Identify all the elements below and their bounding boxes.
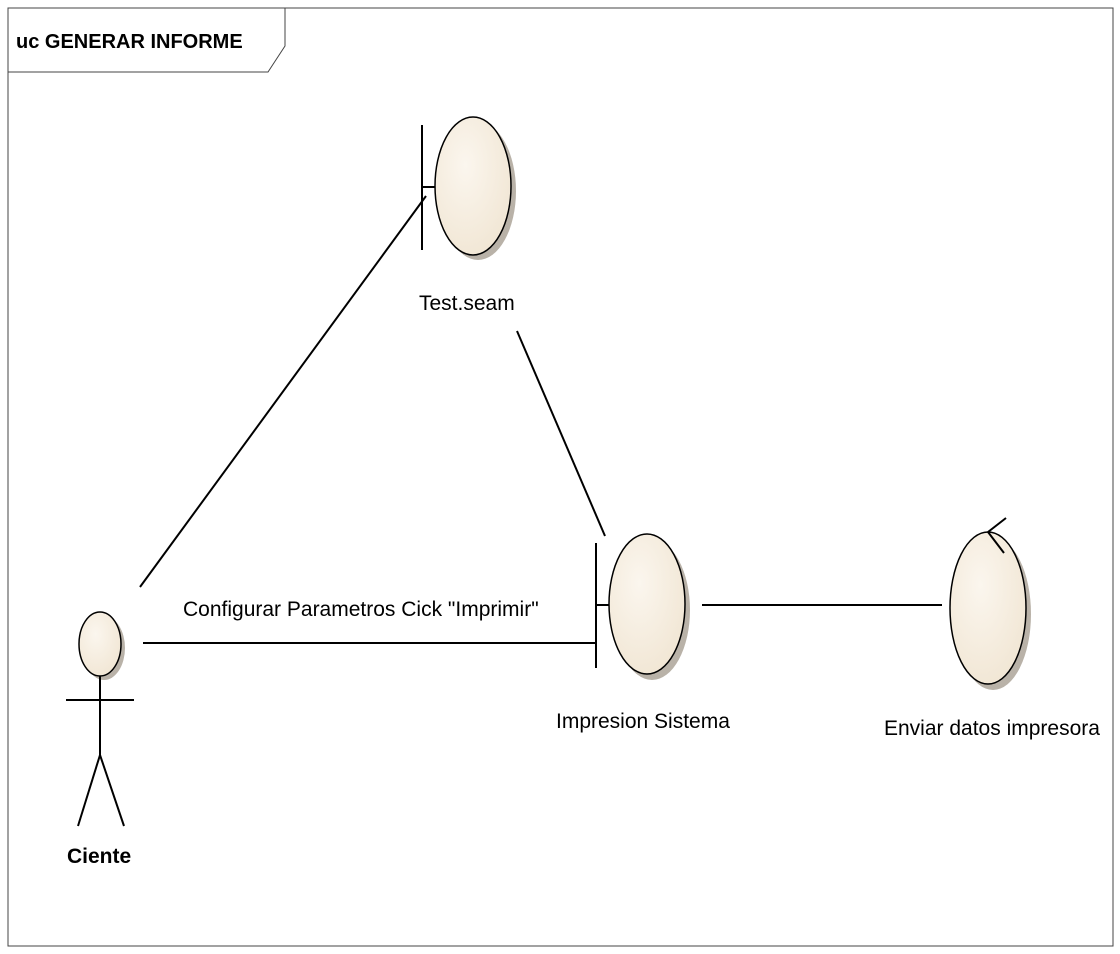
connectors bbox=[139, 195, 942, 644]
frame-title: uc GENERAR INFORME bbox=[16, 31, 243, 53]
actor-stick-figure bbox=[66, 676, 134, 827]
diagram-frame: uc GENERAR INFORME bbox=[7, 7, 1114, 947]
boundary-impresion-sistema[interactable]: Impresion Sistema bbox=[556, 533, 730, 733]
control-enviar-label: Enviar datos impresora bbox=[884, 717, 1100, 740]
actor-ciente[interactable]: Ciente bbox=[66, 611, 134, 868]
control-arrow-icon bbox=[987, 517, 1007, 554]
boundary-test-seam-label: Test.seam bbox=[419, 292, 515, 315]
control-enviar-datos[interactable]: Enviar datos impresora bbox=[884, 517, 1100, 740]
link-actor-test-seam bbox=[139, 195, 427, 588]
boundary-test-seam[interactable]: Test.seam bbox=[419, 116, 516, 315]
message-label: Configurar Parametros Cick "Imprimir" bbox=[183, 598, 539, 621]
boundary-impresion-label: Impresion Sistema bbox=[556, 710, 730, 733]
link-test-seam-impresion bbox=[516, 330, 606, 537]
actor-label: Ciente bbox=[67, 845, 131, 868]
